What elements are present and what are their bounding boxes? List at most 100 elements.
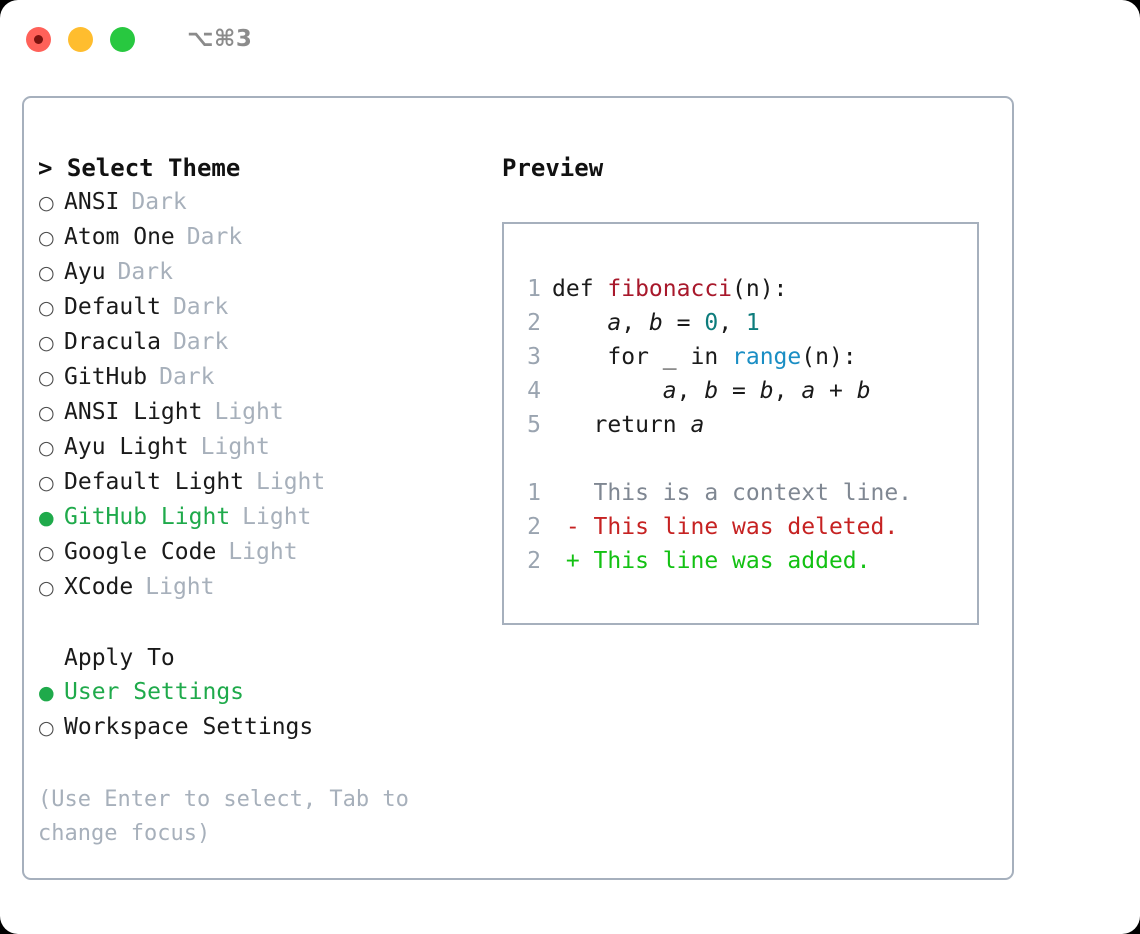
line-number: 5: [527, 412, 541, 438]
select-theme-header: > Select Theme: [38, 154, 241, 182]
code-line: 3 for _ in range(n):: [504, 340, 977, 374]
theme-option-label: ANSI: [64, 189, 120, 215]
theme-variant-badge: Light: [256, 469, 326, 495]
token-var: b: [759, 378, 774, 404]
theme-option-label: Default: [64, 294, 161, 320]
theme-option-label: Google Code: [64, 539, 217, 565]
token-plain: ,: [718, 310, 746, 336]
shortcut-label: ⌥⌘3: [187, 26, 253, 52]
close-window-button[interactable]: [26, 26, 51, 52]
theme-option-label: Default Light: [64, 469, 245, 495]
token-plain: (n):: [732, 276, 788, 302]
radio-unselected-icon: ○: [38, 577, 55, 599]
radio-unselected-icon: ○: [38, 227, 55, 249]
title-bar: ⌥⌘3: [0, 0, 1140, 78]
theme-option-6[interactable]: ○ ANSI Light Light: [38, 395, 508, 430]
token-plain: return: [552, 412, 691, 438]
theme-variant-badge: Light: [228, 539, 298, 565]
code-text: return a: [552, 408, 705, 442]
diff-line-ctx: 1 This is a context line.: [504, 476, 977, 510]
theme-variant-badge: Dark: [186, 224, 243, 250]
apply-to-option-0[interactable]: ● User Settings: [38, 675, 508, 710]
diff-text: - This line was deleted.: [552, 514, 899, 540]
radio-unselected-icon: ○: [38, 367, 55, 389]
code-text: a, b = 0, 1: [552, 306, 760, 340]
token-plain: ,: [621, 310, 649, 336]
token-num: 0: [704, 310, 719, 336]
radio-unselected-icon: ○: [38, 437, 55, 459]
diff-text: + This line was added.: [552, 548, 871, 574]
theme-variant-badge: Dark: [117, 259, 173, 285]
token-plain: ,: [773, 378, 802, 404]
token-plain: (n):: [801, 344, 857, 370]
theme-option-0[interactable]: ○ ANSI Dark: [38, 185, 508, 220]
line-number: 3: [527, 344, 541, 370]
apply-to-option-label: User Settings: [64, 679, 245, 705]
token-plain: =: [718, 378, 760, 404]
code-line: 2 a, b = 0, 1: [504, 306, 977, 340]
theme-option-7[interactable]: ○ Ayu Light Light: [38, 430, 508, 465]
keyboard-hint: (Use Enter to select, Tab to change focu…: [38, 787, 409, 846]
radio-unselected-icon: ○: [38, 192, 55, 214]
code-text: def fibonacci(n):: [552, 272, 787, 306]
token-var: a: [690, 412, 705, 438]
theme-variant-badge: Dark: [131, 189, 187, 215]
theme-option-label: Ayu Light: [64, 434, 189, 460]
apply-to-option-label: Workspace Settings: [64, 714, 314, 740]
token-var: b: [704, 378, 719, 404]
token-num: 1: [745, 310, 760, 336]
maximize-window-button[interactable]: [110, 26, 135, 52]
token-var: a: [607, 310, 622, 336]
minimize-window-button[interactable]: [68, 26, 93, 52]
token-plain: def: [552, 276, 608, 302]
code-line: 4 a, b = b, a + b: [504, 374, 977, 408]
radio-selected-icon: ●: [38, 507, 55, 529]
radio-unselected-icon: ○: [38, 402, 55, 424]
radio-unselected-icon: ○: [38, 332, 55, 354]
token-fn: fibonacci: [607, 276, 733, 302]
diff-text: This is a context line.: [552, 480, 913, 506]
token-plain: [552, 310, 607, 336]
window-controls: [26, 26, 135, 52]
code-text: for _ in range(n):: [552, 340, 857, 374]
radio-unselected-icon: ○: [38, 262, 55, 284]
theme-variant-badge: Dark: [172, 329, 229, 355]
theme-variant-badge: Light: [145, 574, 215, 600]
radio-selected-icon: ●: [38, 682, 55, 704]
token-call: range: [732, 344, 802, 370]
theme-variant-badge: Light: [200, 434, 270, 460]
token-var: a: [801, 378, 816, 404]
token-var: b: [648, 310, 663, 336]
apply-to-list[interactable]: ● User Settings ○ Workspace Settings: [38, 675, 508, 745]
apply-to-section: Apply To ● User Settings ○ Workspace Settin…: [38, 641, 508, 745]
code-line: 5 return a: [504, 408, 977, 442]
line-number: 4: [527, 378, 541, 404]
preview-header: Preview: [502, 154, 604, 182]
token-plain: +: [815, 378, 857, 404]
token-var: b: [856, 378, 871, 404]
theme-option-label: ANSI Light: [64, 399, 203, 425]
theme-variant-badge: Light: [214, 399, 284, 425]
theme-option-4[interactable]: ○ Dracula Dark: [38, 325, 508, 360]
theme-option-label: Atom One: [64, 224, 175, 250]
radio-unselected-icon: ○: [38, 717, 55, 739]
apply-to-header: Apply To: [64, 645, 175, 671]
token-plain: ,: [676, 378, 705, 404]
theme-option-1[interactable]: ○ Atom One Dark: [38, 220, 508, 255]
theme-option-label: Dracula: [64, 329, 161, 355]
theme-variant-badge: Dark: [159, 364, 215, 390]
apply-to-option-1[interactable]: ○ Workspace Settings: [38, 710, 508, 745]
line-number: 2: [527, 514, 541, 540]
